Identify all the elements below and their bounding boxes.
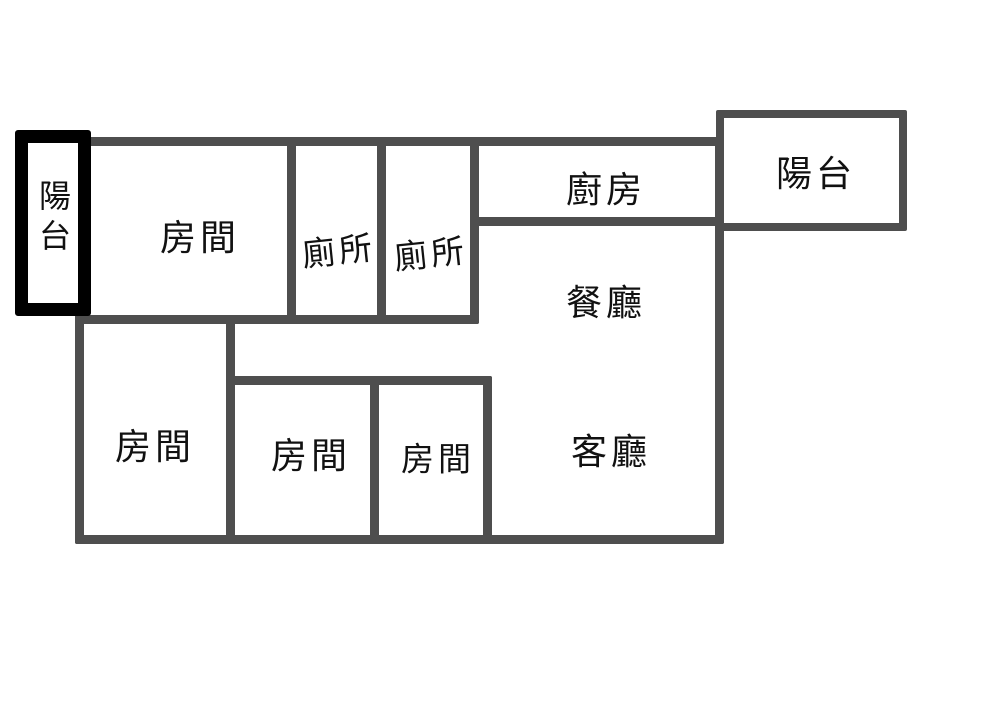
room-label-balcony-top-right: 陽台: [775, 153, 857, 194]
room-label-balcony-left: 陽台: [35, 179, 71, 259]
wall-bottom: [75, 535, 724, 544]
wall-between-middle-bedrooms: [370, 376, 379, 544]
room-label-bedroom-bottom-left: 房間: [114, 426, 196, 467]
room-label-kitchen: 廚房: [565, 169, 647, 210]
room-label-dining: 餐廳: [565, 282, 647, 323]
wall-bedroom-toilet1: [287, 137, 296, 324]
wall-toilet1-toilet2: [377, 137, 386, 324]
wall-kitchen-bottom: [470, 217, 724, 226]
wall-right: [715, 137, 724, 544]
room-label-living: 客廳: [570, 431, 652, 472]
wall-middle-bedrooms-top: [226, 376, 492, 385]
room-label-bedroom-mid-1: 房間: [270, 435, 352, 476]
wall-toprow-bottom: [75, 315, 479, 324]
balcony-left-outline: [15, 130, 91, 316]
room-label-toilet-1: 廁所: [300, 228, 378, 274]
wall-toilet2-dining: [470, 137, 479, 324]
balcony-top-right-outline: [716, 110, 907, 231]
wall-bottomleft-bedroom: [226, 315, 235, 544]
wall-left-lower: [75, 315, 84, 544]
room-label-toilet-2: 廁所: [392, 231, 470, 277]
wall-top: [85, 137, 724, 146]
room-label-bedroom-mid-2: 房間: [401, 440, 475, 478]
wall-middle-bedroom-living: [483, 376, 492, 544]
room-label-bedroom-top-left: 房間: [159, 217, 241, 258]
